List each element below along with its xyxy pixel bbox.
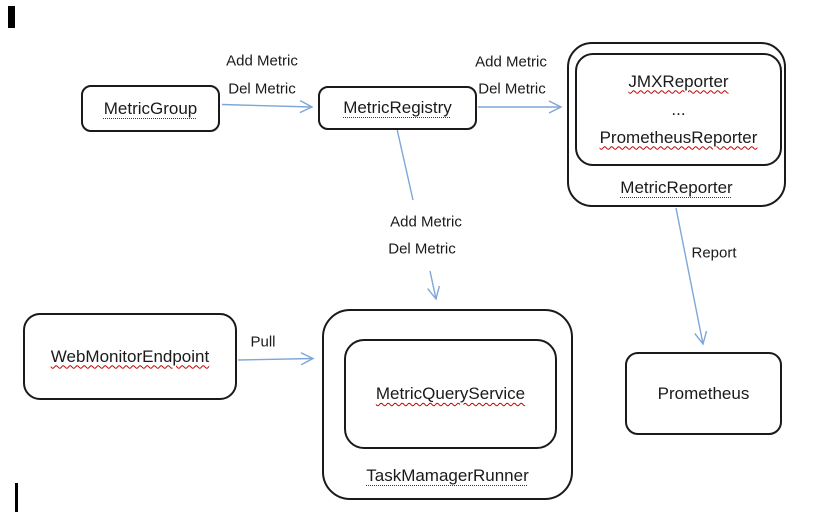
node-prometheus-label: Prometheus bbox=[657, 383, 750, 403]
edge-label-add-metric-3: Add Metric bbox=[390, 213, 462, 231]
node-metric-registry-label: MetricRegistry bbox=[343, 98, 452, 117]
arrow-webmonitor-to-taskmanager bbox=[237, 352, 315, 366]
line-metricregistry-to-queryservice-upper bbox=[396, 128, 414, 201]
node-metric-registry[interactable]: MetricRegistry bbox=[318, 86, 477, 130]
node-metric-query-service-label: MetricQueryService bbox=[375, 384, 526, 403]
node-web-monitor-endpoint-label: WebMonitorEndpoint bbox=[50, 346, 210, 366]
node-prometheus[interactable]: Prometheus bbox=[625, 352, 782, 435]
metric-reporter-caption: MetricReporter bbox=[569, 168, 784, 207]
node-reporter-list-box[interactable]: JMXReporter ... PrometheusReporter bbox=[575, 53, 782, 166]
arrow-metricregistry-to-queryservice-lower bbox=[427, 270, 441, 301]
edge-label-add-metric-2: Add Metric bbox=[475, 53, 547, 71]
node-metric-group-label: MetricGroup bbox=[103, 98, 198, 118]
arrow-metricreporter-to-prometheus bbox=[675, 207, 708, 346]
node-metric-reporter-label: MetricReporter bbox=[620, 177, 733, 197]
edge-label-report: Report bbox=[691, 244, 737, 262]
edge-label-del-metric-3: Del Metric bbox=[388, 240, 456, 258]
node-task-manager-runner-container[interactable]: MetricQueryService TaskMamagerRunner bbox=[322, 309, 573, 500]
edge-label-add-metric-1: Add Metric bbox=[226, 52, 298, 70]
node-metric-reporter-container[interactable]: JMXReporter ... PrometheusReporter Metri… bbox=[567, 42, 786, 207]
text-cursor-bottom-left bbox=[15, 483, 18, 512]
node-prometheus-reporter-label: PrometheusReporter bbox=[599, 127, 758, 147]
node-web-monitor-endpoint[interactable]: WebMonitorEndpoint bbox=[23, 313, 237, 400]
node-metric-group[interactable]: MetricGroup bbox=[81, 85, 220, 132]
reporter-ellipsis-label: ... bbox=[671, 99, 686, 119]
task-manager-runner-caption: TaskMamagerRunner bbox=[324, 451, 571, 501]
node-task-manager-runner-label: TaskMamagerRunner bbox=[366, 466, 529, 485]
text-cursor-top-left bbox=[8, 6, 15, 28]
edge-label-del-metric-2: Del Metric bbox=[478, 80, 546, 98]
arrow-metricgroup-to-metricregistry bbox=[221, 100, 314, 114]
edge-label-pull: Pull bbox=[250, 333, 276, 351]
node-metric-query-service[interactable]: MetricQueryService bbox=[344, 339, 557, 449]
node-jmx-reporter-label: JMXReporter bbox=[628, 71, 729, 91]
edge-label-del-metric-1: Del Metric bbox=[228, 80, 296, 98]
